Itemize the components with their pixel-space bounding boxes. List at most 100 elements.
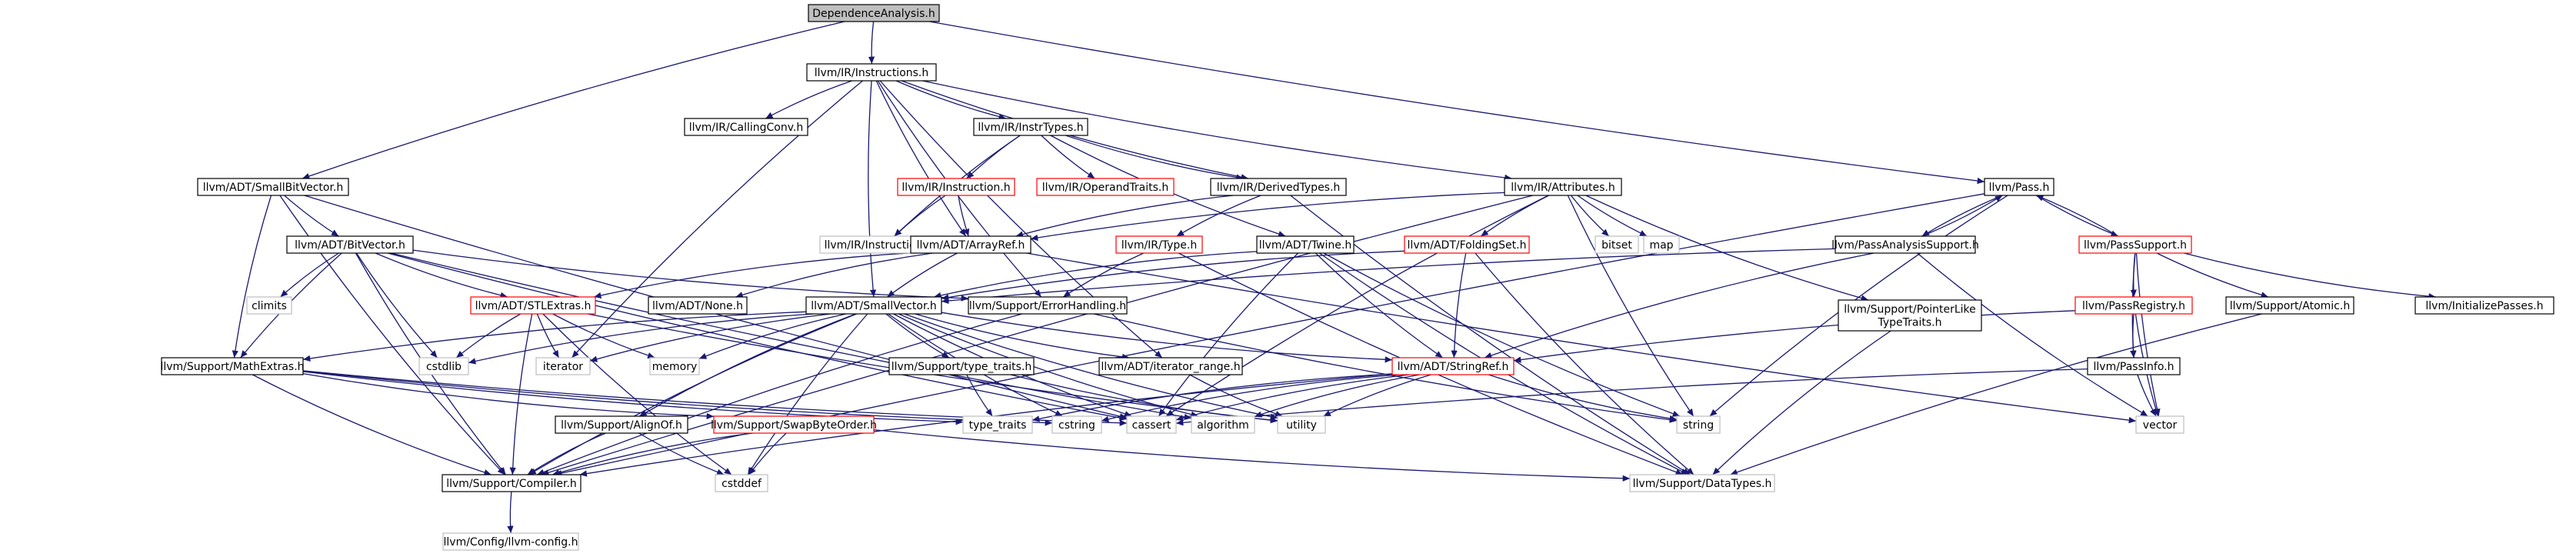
- node-label-irtype-0: llvm/IR/Type.h: [1121, 239, 1197, 252]
- node-label-algorithm-0: algorithm: [1197, 419, 1249, 432]
- edge-smallvector-to-cstdlib: [468, 313, 815, 365]
- node-passregistry[interactable]: llvm/PassRegistry.h: [2074, 296, 2193, 315]
- edge-pointerlike-to-datatypes: [1712, 330, 1891, 475]
- node-instructions[interactable]: llvm/IR/Instructions.h: [806, 63, 937, 82]
- edge-passanalysis-to-pass: [1921, 195, 2003, 237]
- node-errorhandling[interactable]: llvm/Support/ErrorHandling.h: [968, 296, 1128, 315]
- node-box-compiler: [442, 474, 582, 492]
- edge-instructions-to-iterator: [572, 80, 863, 359]
- node-label-string-0: string: [1683, 419, 1714, 432]
- node-datatypes[interactable]: llvm/Support/DataTypes.h: [1629, 474, 1775, 492]
- edge-swapbyteorder-to-cstddef: [748, 432, 787, 475]
- node-box-twine: [1256, 235, 1355, 254]
- node-iteratorrange[interactable]: llvm/ADT/iterator_range.h: [1098, 357, 1243, 375]
- edge-arrayref-to-vector: [1026, 252, 2137, 424]
- node-irinstruction[interactable]: llvm/IR/Instruction.h: [897, 178, 1015, 196]
- node-cassert[interactable]: cassert: [1126, 415, 1177, 434]
- node-memory[interactable]: memory: [649, 357, 700, 375]
- node-box-iteratorrange: [1098, 357, 1243, 375]
- node-box-utility: [1277, 415, 1326, 434]
- node-passanalysis[interactable]: llvm/PassAnalysisSupport.h: [1831, 235, 1979, 254]
- node-smallvector[interactable]: llvm/ADT/SmallVector.h: [805, 296, 942, 315]
- node-bitset[interactable]: bitset: [1595, 235, 1639, 254]
- node-cstring[interactable]: cstring: [1051, 415, 1102, 434]
- node-mathextras[interactable]: llvm/Support/MathExtras.h: [160, 357, 305, 375]
- edge-iteratorrange-to-utility: [1189, 374, 1283, 417]
- node-label-map-0: map: [1649, 239, 1673, 252]
- edge-smallvector-to-iteratorrange: [915, 313, 1130, 360]
- node-smallbitvector[interactable]: llvm/ADT/SmallBitVector.h: [197, 178, 349, 196]
- node-box-instrtypes: [973, 118, 1088, 136]
- node-iterator[interactable]: iterator: [535, 357, 591, 375]
- edge-stringref-to-utility: [1323, 374, 1431, 417]
- node-passinfo[interactable]: llvm/PassInfo.h: [2087, 357, 2181, 375]
- edge-smallvector-to-stringref: [941, 312, 1393, 363]
- edge-swapbyteorder-to-compiler: [552, 432, 753, 476]
- node-map[interactable]: map: [1643, 235, 1680, 254]
- edge-attributes-to-cassert: [1165, 195, 1549, 417]
- edge-irinstruction-to-arrayref: [958, 195, 970, 237]
- edge-instructions-to-attributes: [922, 80, 1512, 182]
- node-alignof[interactable]: llvm/Support/AlignOf.h: [555, 415, 688, 434]
- edge-dep-to-instructions: [868, 21, 875, 65]
- node-box-climits: [246, 296, 292, 315]
- node-llvmconfig[interactable]: llvm/Config/llvm-config.h: [442, 532, 579, 551]
- node-stringref[interactable]: llvm/ADT/StringRef.h: [1391, 357, 1515, 375]
- node-attributes[interactable]: llvm/IR/Attributes.h: [1504, 178, 1622, 196]
- edge-bitvector-to-errorhandling: [412, 249, 969, 302]
- node-bitvector[interactable]: llvm/ADT/BitVector.h: [286, 235, 414, 254]
- edge-passanalysis-to-vector: [1917, 252, 2148, 417]
- node-box-attributes: [1504, 178, 1622, 196]
- node-label-typetraitsh-0: llvm/Support/type_traits.h: [891, 361, 1032, 373]
- edge-swapbyteorder-to-datatypes: [873, 429, 1631, 482]
- node-dep[interactable]: DependenceAnalysis.h: [808, 4, 940, 22]
- node-stlextras[interactable]: llvm/ADT/STLExtras.h: [470, 296, 596, 315]
- node-string[interactable]: string: [1676, 415, 1721, 434]
- node-cstdlib[interactable]: cstdlib: [418, 357, 469, 375]
- node-label-pointerlike-0: llvm/Support/PointerLike: [1844, 304, 1976, 316]
- node-box-swapbyteorder: [713, 415, 875, 434]
- edge-attributes-to-map: [1577, 195, 1648, 237]
- node-compiler[interactable]: llvm/Support/Compiler.h: [442, 474, 582, 492]
- node-foldingset[interactable]: llvm/ADT/FoldingSet.h: [1404, 235, 1530, 254]
- node-utility[interactable]: utility: [1277, 415, 1326, 434]
- node-cstddef[interactable]: cstddef: [715, 474, 768, 492]
- node-vector[interactable]: vector: [2135, 415, 2184, 434]
- node-box-initpasses: [2414, 296, 2554, 315]
- edge-attributes-to-pointerlike: [1585, 195, 1869, 302]
- node-label-irinstruction-0: llvm/IR/Instruction.h: [901, 182, 1010, 194]
- node-label-initpasses-0: llvm/InitializePasses.h: [2425, 300, 2543, 312]
- edge-compiler-to-llvmconfig: [507, 491, 514, 534]
- node-label-foldingset-0: llvm/ADT/FoldingSet.h: [1408, 239, 1527, 252]
- node-label-swapbyteorder-0: llvm/Support/SwapByteOrder.h: [711, 419, 877, 432]
- node-box-foldingset: [1404, 235, 1530, 254]
- node-twine[interactable]: llvm/ADT/Twine.h: [1256, 235, 1355, 254]
- node-typetraits[interactable]: type_traits: [962, 415, 1033, 434]
- edge-typetraitsh-to-utility: [1010, 374, 1278, 423]
- node-label-operandtraits-0: llvm/IR/OperandTraits.h: [1042, 182, 1168, 194]
- edge-twine-to-cassert: [1158, 252, 1299, 417]
- node-operandtraits[interactable]: llvm/IR/OperandTraits.h: [1036, 178, 1175, 196]
- node-climits[interactable]: climits: [246, 296, 292, 315]
- node-typetraitsh[interactable]: llvm/Support/type_traits.h: [888, 357, 1035, 375]
- node-box-smallbitvector: [197, 178, 349, 196]
- node-initpasses[interactable]: llvm/InitializePasses.h: [2414, 296, 2554, 315]
- node-callingconv[interactable]: llvm/IR/CallingConv.h: [684, 118, 808, 136]
- node-adtnone[interactable]: llvm/ADT/None.h: [648, 296, 748, 315]
- node-swapbyteorder[interactable]: llvm/Support/SwapByteOrder.h: [711, 415, 877, 434]
- node-label-passanalysis-0: llvm/PassAnalysisSupport.h: [1831, 239, 1979, 252]
- node-passsupport[interactable]: llvm/PassSupport.h: [2078, 235, 2192, 254]
- node-irtype[interactable]: llvm/IR/Type.h: [1115, 235, 1203, 254]
- node-box-map: [1643, 235, 1680, 254]
- edge-smallvector-to-compiler: [528, 313, 857, 475]
- node-instrtypes[interactable]: llvm/IR/InstrTypes.h: [973, 118, 1088, 136]
- node-arrayref[interactable]: llvm/ADT/ArrayRef.h: [910, 235, 1031, 254]
- edge-instructions-to-smallvector: [868, 80, 877, 298]
- node-atomic[interactable]: llvm/Support/Atomic.h: [2225, 296, 2354, 315]
- node-algorithm[interactable]: algorithm: [1191, 415, 1255, 434]
- edge-dep-to-smallbitvector: [302, 21, 845, 179]
- node-pass[interactable]: llvm/Pass.h: [1984, 178, 2054, 196]
- node-derivedtypes[interactable]: llvm/IR/DerivedTypes.h: [1210, 178, 1347, 196]
